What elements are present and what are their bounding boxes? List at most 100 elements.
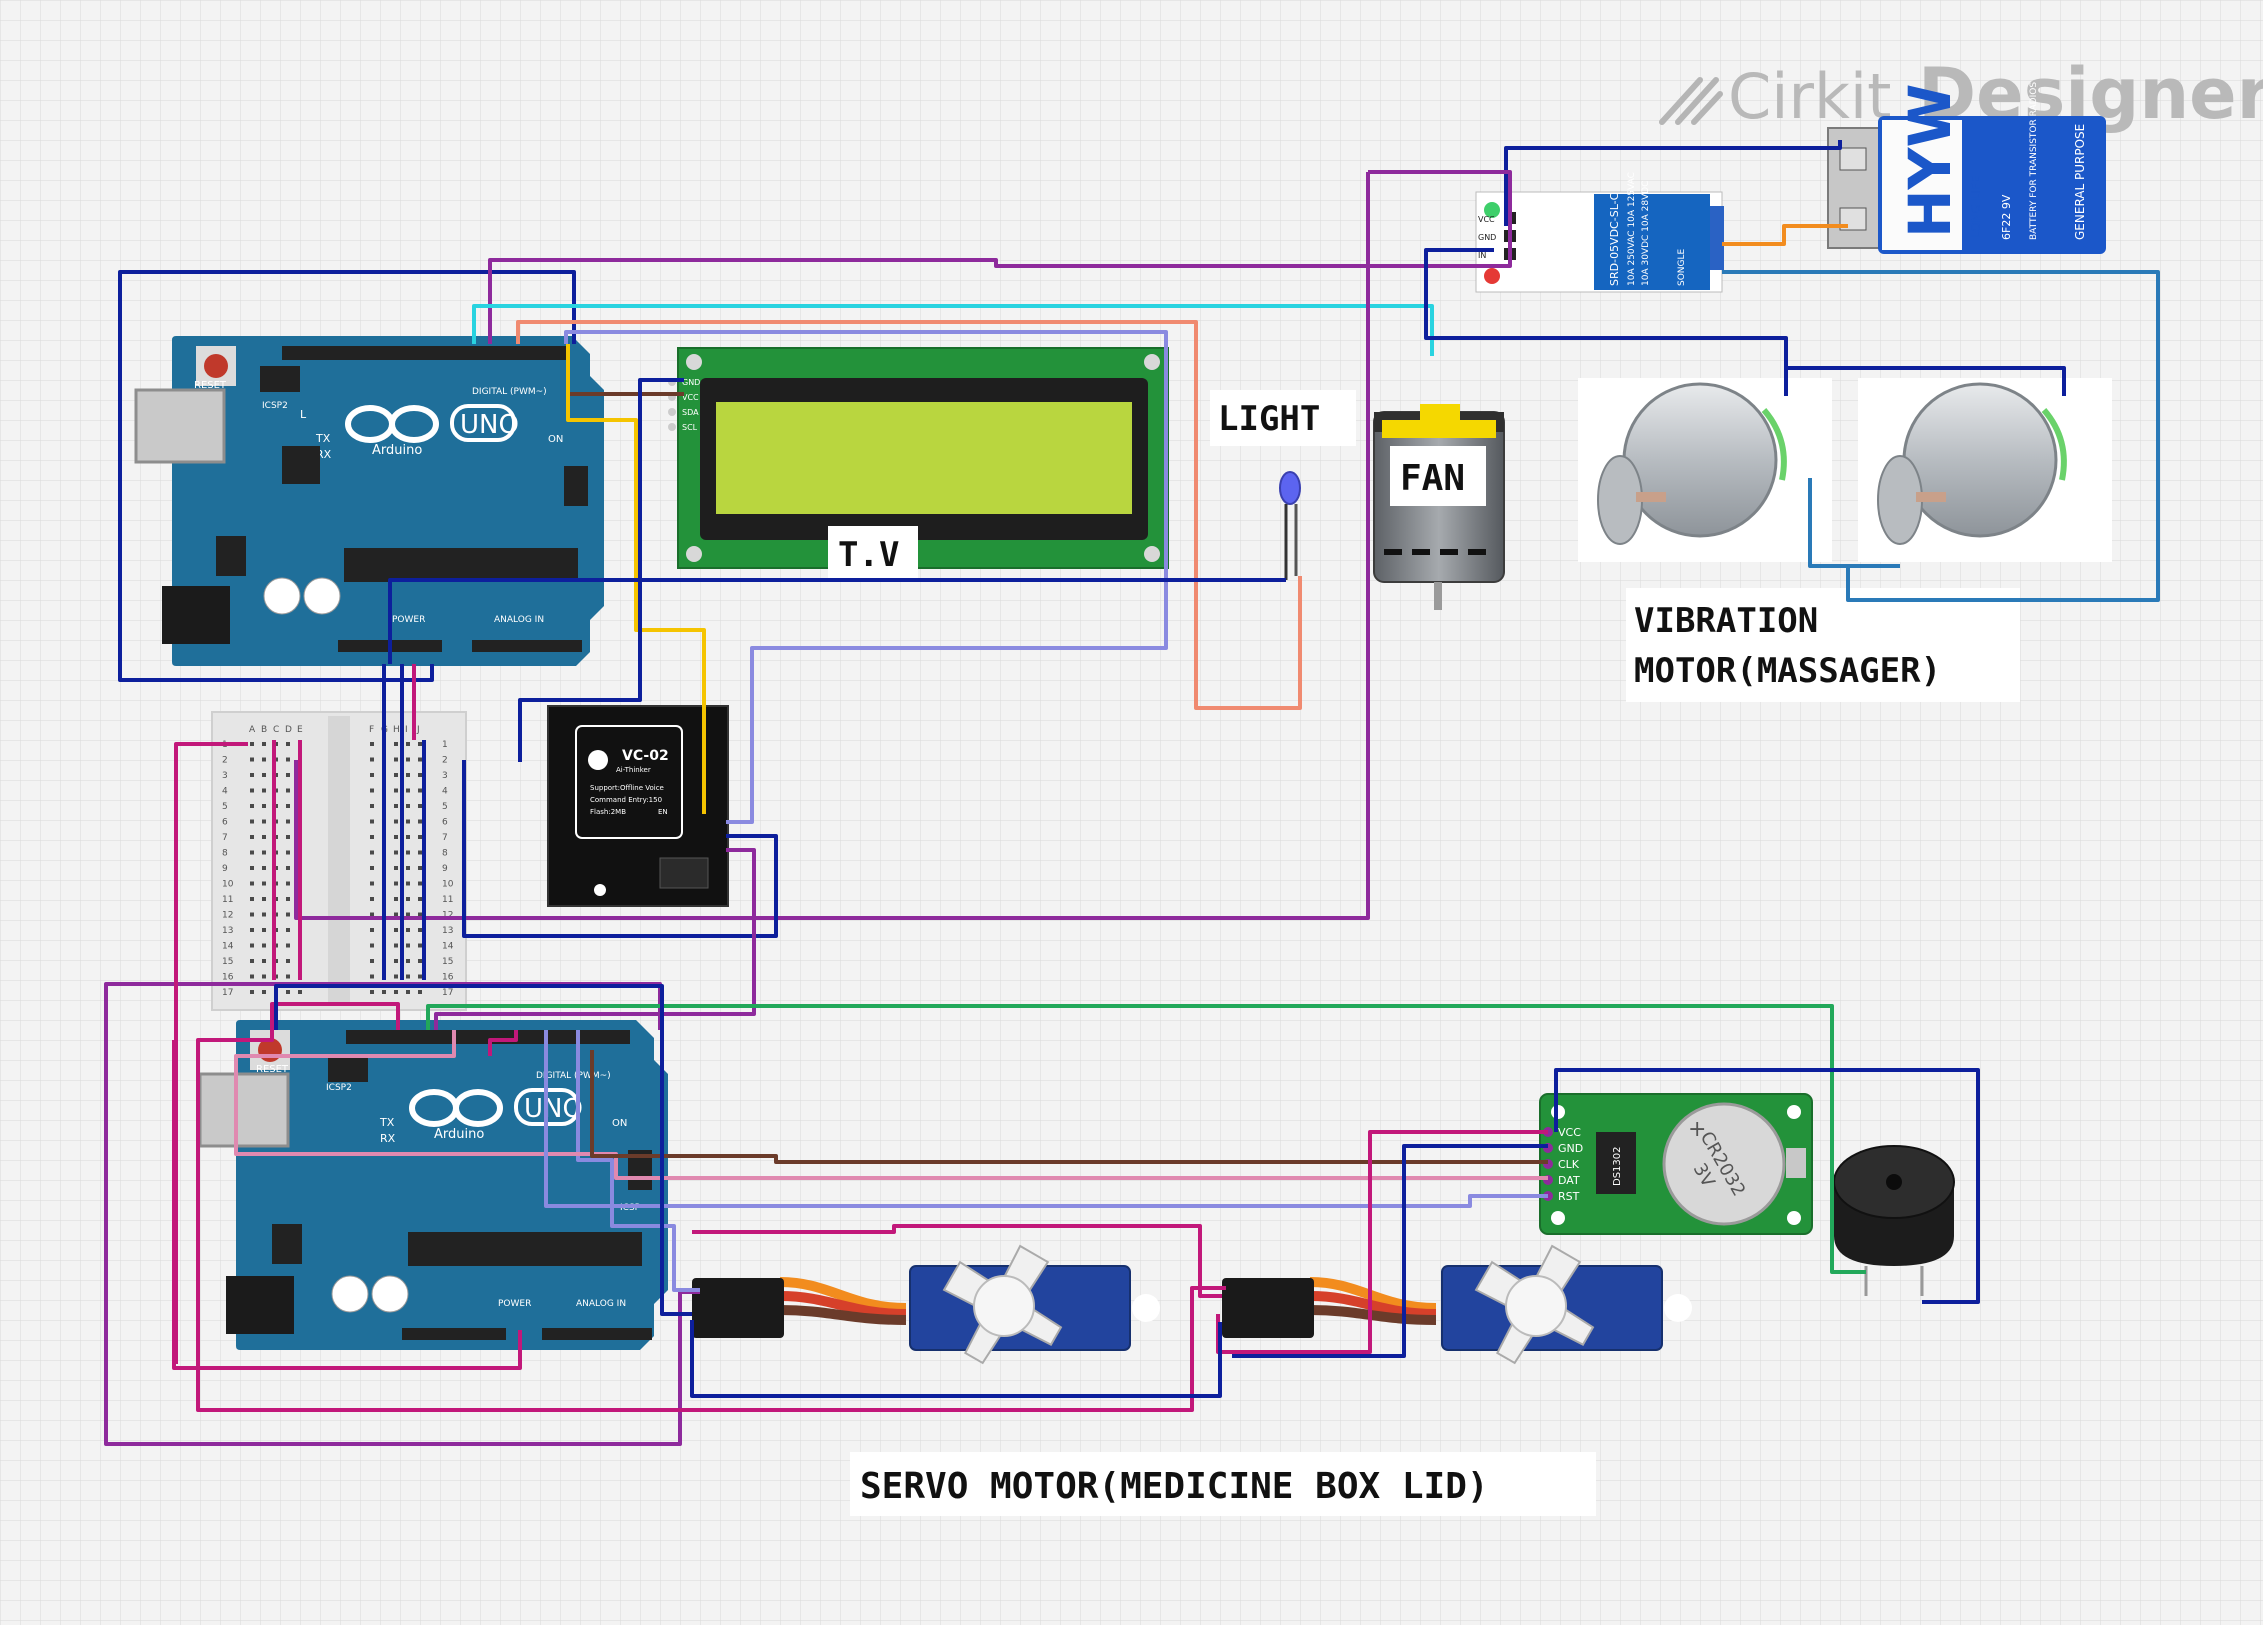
- wires[interactable]: [104, 140, 2160, 1446]
- battery-9v[interactable]: HYW LONG LIFE 6F22 9V BATTERY FOR TRANSI…: [1827, 82, 2106, 254]
- breadboard-hole[interactable]: [370, 974, 374, 979]
- breadboard-hole[interactable]: [250, 990, 254, 994]
- breadboard-hole[interactable]: [370, 819, 374, 824]
- breadboard-hole[interactable]: [286, 804, 290, 808]
- breadboard-hole[interactable]: [406, 990, 410, 994]
- breadboard-hole[interactable]: [406, 912, 410, 917]
- breadboard-hole[interactable]: [250, 897, 254, 901]
- breadboard-hole[interactable]: [262, 974, 266, 979]
- wire-navy-relay-gnd[interactable]: [1424, 248, 1788, 396]
- wire-brown-rtc-clk[interactable]: [590, 1050, 1548, 1164]
- breadboard-hole[interactable]: [406, 835, 410, 839]
- breadboard-hole[interactable]: [370, 928, 374, 932]
- breadboard-hole[interactable]: [262, 773, 266, 777]
- breadboard-hole[interactable]: [262, 804, 266, 808]
- breadboard-hole[interactable]: [394, 943, 398, 948]
- wire-magenta-d7[interactable]: [488, 1030, 518, 1056]
- breadboard-hole[interactable]: [286, 788, 290, 793]
- breadboard-hole[interactable]: [418, 928, 422, 932]
- breadboard-hole[interactable]: [286, 928, 290, 932]
- breadboard-hole[interactable]: [370, 850, 374, 855]
- breadboard-hole[interactable]: [262, 943, 266, 948]
- breadboard-hole[interactable]: [286, 990, 290, 994]
- breadboard-hole[interactable]: [370, 866, 374, 870]
- breadboard-hole[interactable]: [394, 897, 398, 901]
- vc02-voice-module[interactable]: VC-02 Ai-Thinker Support:Offline Voice C…: [547, 705, 729, 907]
- wire-navy-led-gnd[interactable]: [388, 578, 1286, 664]
- breadboard-hole[interactable]: [406, 881, 410, 886]
- breadboard-hole[interactable]: [262, 959, 266, 963]
- dc-motor-fan[interactable]: [1373, 404, 1505, 610]
- breadboard-hole[interactable]: [250, 757, 254, 762]
- breadboard-hole[interactable]: [286, 819, 290, 824]
- breadboard-hole[interactable]: [286, 959, 290, 963]
- breadboard-hole[interactable]: [418, 835, 422, 839]
- breadboard-hole[interactable]: [286, 850, 290, 855]
- breadboard-hole[interactable]: [394, 788, 398, 793]
- breadboard-hole[interactable]: [286, 773, 290, 777]
- breadboard-hole[interactable]: [418, 897, 422, 901]
- wire-magenta-breadboard[interactable]: [174, 742, 248, 1364]
- breadboard-hole[interactable]: [262, 850, 266, 855]
- wire-steel-vibration-1[interactable]: [1808, 478, 1900, 568]
- wire-green-buzzer[interactable]: [426, 1004, 1866, 1274]
- breadboard-hole[interactable]: [370, 959, 374, 963]
- breadboard-hole[interactable]: [262, 928, 266, 932]
- vibration-motor-2[interactable]: [1858, 378, 2112, 562]
- wire-magenta-servo2[interactable]: [196, 1002, 1226, 1412]
- breadboard-hole[interactable]: [406, 757, 410, 762]
- breadboard-hole[interactable]: [370, 742, 374, 746]
- breadboard-hole[interactable]: [370, 757, 374, 762]
- breadboard-hole[interactable]: [286, 742, 290, 746]
- breadboard-hole[interactable]: [286, 757, 290, 762]
- breadboard-hole[interactable]: [394, 804, 398, 808]
- breadboard-hole[interactable]: [406, 959, 410, 963]
- breadboard-hole[interactable]: [418, 742, 422, 746]
- led-light[interactable]: [1279, 471, 1301, 580]
- breadboard-hole[interactable]: [298, 990, 302, 994]
- servo-motor-1[interactable]: [692, 1244, 1160, 1366]
- breadboard-hole[interactable]: [262, 990, 266, 994]
- breadboard-hole[interactable]: [250, 928, 254, 932]
- breadboard-hole[interactable]: [250, 804, 254, 808]
- wire-navy-vibration[interactable]: [1784, 366, 2066, 396]
- breadboard-hole[interactable]: [406, 928, 410, 932]
- breadboard-hole[interactable]: [418, 788, 422, 793]
- breadboard-hole[interactable]: [418, 866, 422, 870]
- wire-purple-breadboard[interactable]: [294, 172, 1370, 920]
- breadboard-hole[interactable]: [394, 928, 398, 932]
- breadboard-hole[interactable]: [286, 897, 290, 901]
- breadboard-hole[interactable]: [406, 804, 410, 808]
- breadboard-hole[interactable]: [394, 866, 398, 870]
- wire-purple-relay-in[interactable]: [488, 210, 1512, 344]
- breadboard-hole[interactable]: [262, 881, 266, 886]
- wire-lavender-rtc-rst[interactable]: [544, 1030, 1548, 1208]
- breadboard-hole[interactable]: [250, 943, 254, 948]
- breadboard-hole[interactable]: [370, 881, 374, 886]
- breadboard-hole[interactable]: [262, 757, 266, 762]
- breadboard-hole[interactable]: [394, 773, 398, 777]
- wire-orange-battery[interactable]: [1722, 224, 1848, 246]
- breadboard-hole[interactable]: [250, 773, 254, 777]
- breadboard-hole[interactable]: [406, 974, 410, 979]
- breadboard-hole[interactable]: [370, 773, 374, 777]
- arduino-uno-bottom[interactable]: RESET ICSP2 DIGITAL (PWM~) TX RX UNO Ard…: [198, 1020, 668, 1350]
- breadboard-hole[interactable]: [406, 819, 410, 824]
- breadboard-hole[interactable]: [394, 959, 398, 963]
- wire-navy-arduino2-gnd[interactable]: [274, 984, 692, 1316]
- vc02-button[interactable]: [594, 884, 606, 896]
- breadboard-hole[interactable]: [286, 974, 290, 979]
- wire-magenta-servo-power[interactable]: [692, 1224, 1222, 1298]
- wire-steel-vibration-loop[interactable]: [1722, 270, 2160, 602]
- breadboard-hole[interactable]: [418, 804, 422, 808]
- breadboard-hole[interactable]: [394, 757, 398, 762]
- breadboard-hole[interactable]: [394, 912, 398, 917]
- wire-purple-relay-vcc[interactable]: [1368, 170, 1512, 212]
- breadboard-hole[interactable]: [394, 850, 398, 855]
- breadboard-hole[interactable]: [250, 835, 254, 839]
- reset-button[interactable]: [204, 354, 228, 378]
- breadboard-hole[interactable]: [418, 959, 422, 963]
